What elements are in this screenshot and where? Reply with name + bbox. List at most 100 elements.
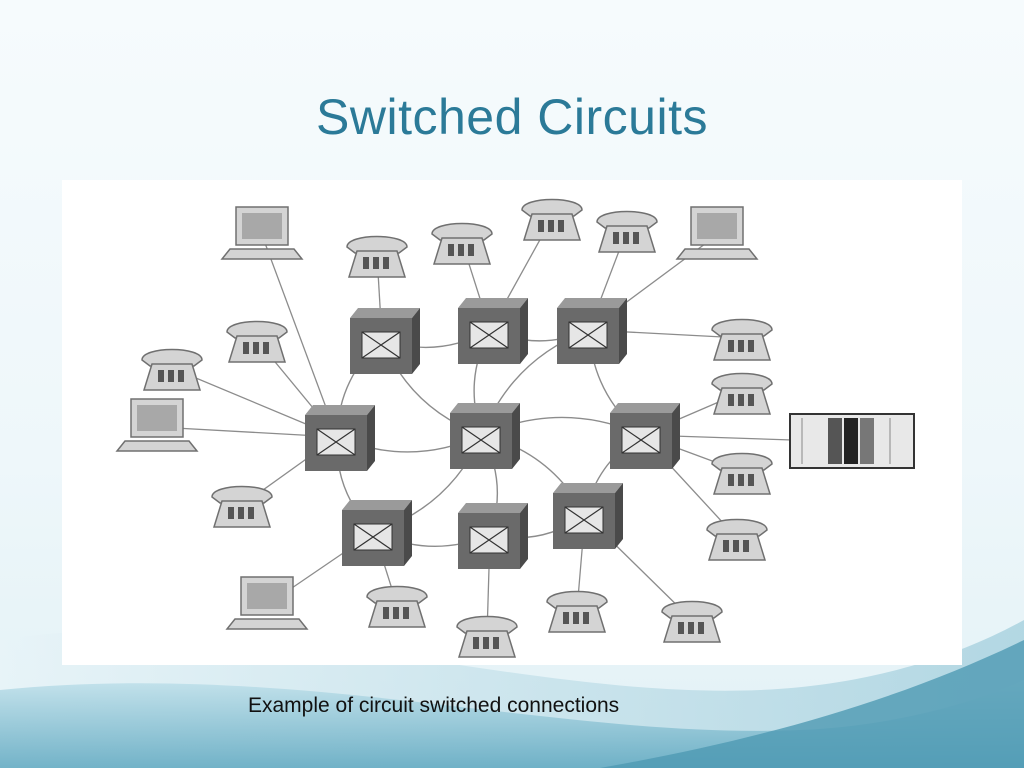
phone-key <box>733 540 739 552</box>
phone-key <box>748 394 754 406</box>
switch-side <box>512 403 520 469</box>
phone-handset <box>521 198 583 217</box>
phone-key <box>383 257 389 269</box>
phone-key <box>363 257 369 269</box>
switch-side <box>619 298 627 364</box>
switch-top <box>458 503 528 513</box>
phone-key <box>723 540 729 552</box>
mainframe-panel <box>844 418 858 464</box>
switch-cross-icon <box>361 331 401 359</box>
phone-key <box>483 637 489 649</box>
phone-handset <box>706 518 768 537</box>
laptop-keyboard <box>115 440 199 452</box>
phone-key <box>158 370 164 382</box>
switch-top <box>610 403 680 413</box>
telephone-icon <box>226 320 288 363</box>
phone-key <box>583 612 589 624</box>
switch-top <box>450 403 520 413</box>
phone-key <box>243 342 249 354</box>
phone-handset <box>546 590 608 609</box>
telephone-icon <box>546 590 608 633</box>
telephone-icon <box>596 210 658 253</box>
switch-cross-icon <box>469 526 509 554</box>
phone-handset <box>711 452 773 471</box>
switch-side <box>520 298 528 364</box>
phone-key <box>473 637 479 649</box>
switch-node <box>305 405 375 471</box>
phone-key <box>738 340 744 352</box>
telephone-icon <box>456 615 518 658</box>
switch-top <box>553 483 623 493</box>
phone-key <box>168 370 174 382</box>
phone-handset <box>346 235 408 254</box>
laptop-keyboard <box>225 618 309 630</box>
phone-key <box>558 220 564 232</box>
phone-handset <box>456 615 518 634</box>
telephone-icon <box>661 600 723 643</box>
phone-handset <box>661 600 723 619</box>
telephone-icon <box>346 235 408 278</box>
switch-side <box>412 308 420 374</box>
phone-key <box>468 244 474 256</box>
phone-key <box>698 622 704 634</box>
telephone-icon <box>521 198 583 241</box>
phone-handset <box>711 318 773 337</box>
telephone-icon <box>141 348 203 391</box>
laptop-display <box>242 213 282 239</box>
phone-key <box>458 244 464 256</box>
switch-side <box>520 503 528 569</box>
telephone-icon <box>431 222 493 265</box>
phone-key <box>228 507 234 519</box>
switch-cross-icon <box>621 426 661 454</box>
phone-key <box>748 474 754 486</box>
phone-key <box>448 244 454 256</box>
mainframe-icon <box>789 413 915 469</box>
phone-key <box>403 607 409 619</box>
switch-node <box>610 403 680 469</box>
laptop-display <box>247 583 287 609</box>
switch-cross-icon <box>469 321 509 349</box>
phone-handset <box>226 320 288 339</box>
phone-handset <box>596 210 658 229</box>
telephone-icon <box>366 585 428 628</box>
mainframe-panel <box>828 418 842 464</box>
laptop-display <box>697 213 737 239</box>
phone-key <box>738 474 744 486</box>
laptop-icon <box>115 398 199 452</box>
laptop-keyboard <box>675 248 759 260</box>
phone-key <box>728 474 734 486</box>
switch-node <box>458 298 528 364</box>
switch-node <box>350 308 420 374</box>
phone-key <box>633 232 639 244</box>
switch-top <box>557 298 627 308</box>
switch-cross-icon <box>316 428 356 456</box>
switch-node <box>342 500 412 566</box>
switch-top <box>350 308 420 318</box>
laptop-display <box>137 405 177 431</box>
phone-key <box>623 232 629 244</box>
laptop-icon <box>220 206 304 260</box>
switch-top <box>342 500 412 510</box>
telephone-icon <box>711 372 773 415</box>
phone-handset <box>366 585 428 604</box>
switch-top <box>305 405 375 415</box>
phone-key <box>393 607 399 619</box>
switch-node <box>557 298 627 364</box>
phone-key <box>253 342 259 354</box>
phone-handset <box>711 372 773 391</box>
phone-key <box>178 370 184 382</box>
switch-side <box>367 405 375 471</box>
access-link <box>261 234 338 438</box>
phone-key <box>248 507 254 519</box>
phone-key <box>263 342 269 354</box>
phone-key <box>728 394 734 406</box>
phone-key <box>493 637 499 649</box>
switch-side <box>672 403 680 469</box>
switch-cross-icon <box>461 426 501 454</box>
phone-handset <box>141 348 203 367</box>
phone-key <box>383 607 389 619</box>
laptop-icon <box>675 206 759 260</box>
switch-cross-icon <box>568 321 608 349</box>
phone-key <box>373 257 379 269</box>
switch-node <box>450 403 520 469</box>
